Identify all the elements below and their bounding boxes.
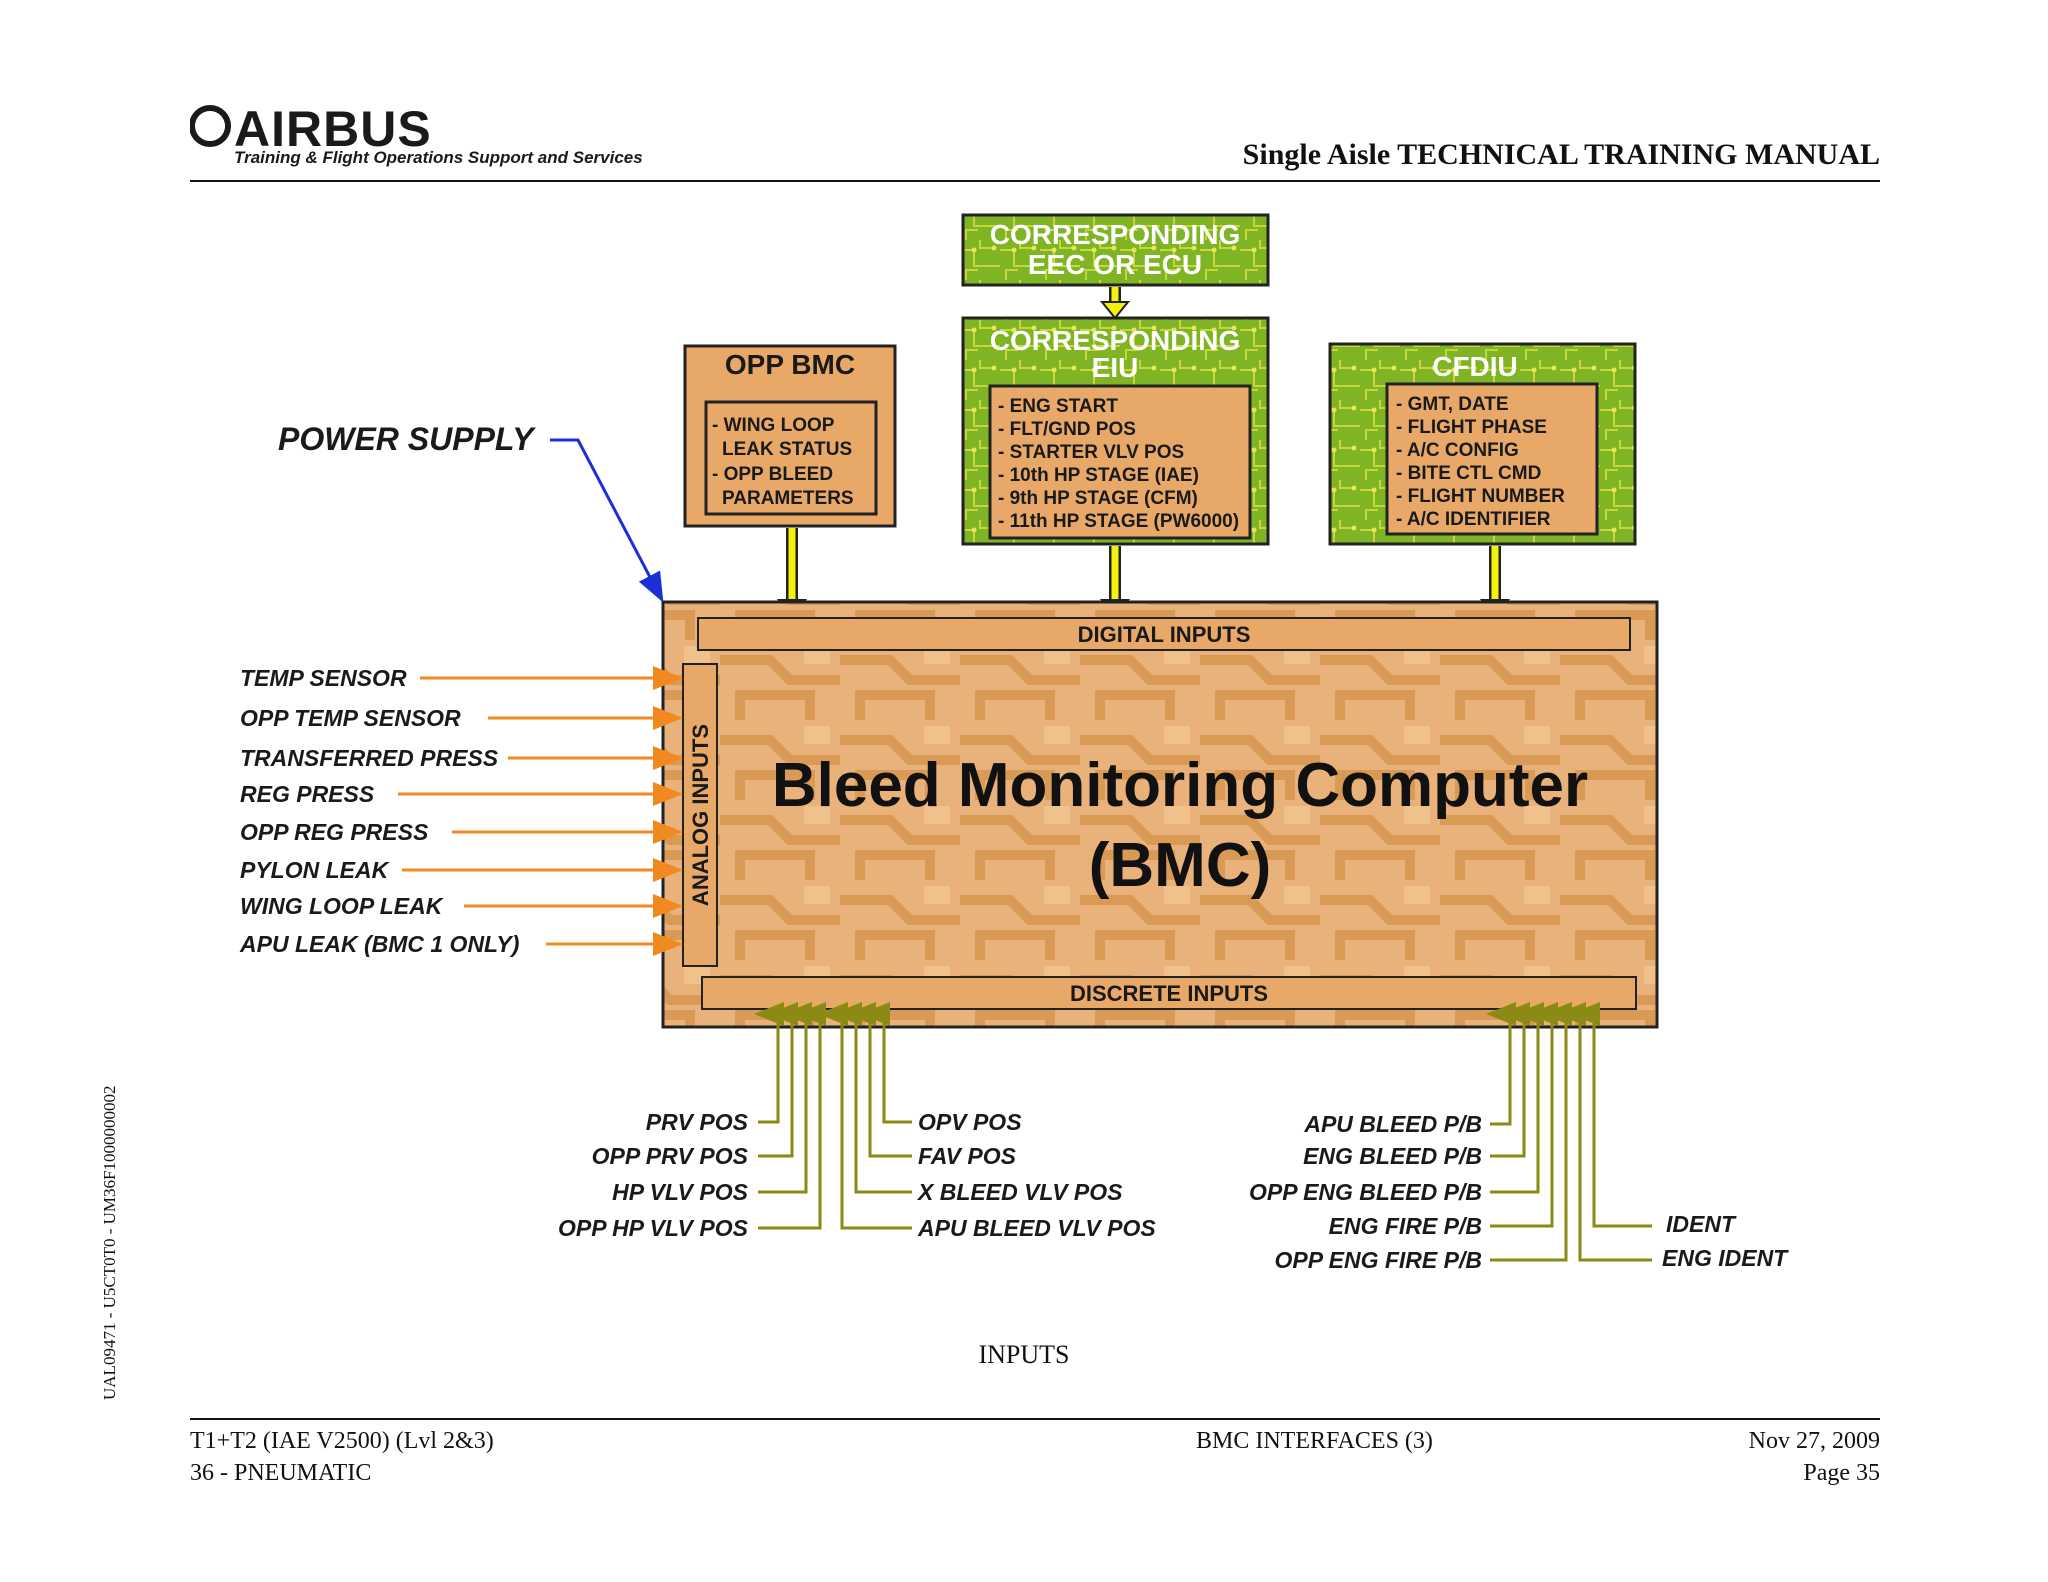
digital-input-arrows <box>776 528 1511 618</box>
discrete-right-lines <box>1486 1002 1652 1262</box>
analog-inputs-label: ANALOG INPUTS <box>688 724 713 906</box>
logo-text: AIRBUS <box>234 101 432 157</box>
footer-course: T1+T2 (IAE V2500) (Lvl 2&3) <box>190 1428 494 1454</box>
opp-bmc-box: OPP BMC - WING LOOP LEAK STATUS - OPP BL… <box>683 344 897 528</box>
digital-inputs-label: DIGITAL INPUTS <box>1078 622 1251 647</box>
bmc-title-line2: (BMC) <box>1089 831 1272 900</box>
eec-ecu-box: CORRESPONDING EEC OR ECU <box>961 213 1270 287</box>
discrete-far-label: IDENT <box>1666 1211 1737 1237</box>
analog-label: OPP TEMP SENSOR <box>240 705 461 731</box>
discrete-mid-label: APU BLEED VLV POS <box>917 1215 1156 1241</box>
cfdiu-title: CFDIU <box>1432 351 1518 382</box>
discrete-left-label: OPP HP VLV POS <box>558 1215 749 1241</box>
analog-label: REG PRESS <box>240 781 375 807</box>
eiu-title-line1: CORRESPONDING <box>990 325 1240 356</box>
discrete-right-label: APU BLEED P/B <box>1303 1111 1482 1137</box>
figure-caption: INPUTS <box>978 1340 1070 1369</box>
power-supply-arrow <box>550 438 664 603</box>
logo-subtitle: Training & Flight Operations Support and… <box>234 148 643 167</box>
discrete-inputs-label: DISCRETE INPUTS <box>1070 981 1268 1006</box>
discrete-right-label: OPP ENG BLEED P/B <box>1249 1179 1482 1205</box>
power-supply-label: POWER SUPPLY <box>278 421 536 457</box>
airbus-logo: AIRBUS Training & Flight Operations Supp… <box>190 100 710 180</box>
opp-bmc-item: - WING LOOP <box>712 415 835 436</box>
cfdiu-item: - A/C CONFIG <box>1396 440 1519 461</box>
footer-rule <box>190 1418 1880 1420</box>
discrete-right-label: ENG FIRE P/B <box>1329 1213 1482 1239</box>
eiu-box: CORRESPONDING EIU - ENG START - FLT/GND … <box>961 316 1270 546</box>
airbus-swirl-icon <box>190 105 231 147</box>
discrete-left-lines <box>754 1002 912 1230</box>
eiu-item: - ENG START <box>998 396 1118 417</box>
eiu-title-line2: EIU <box>1092 352 1139 383</box>
analog-label: WING LOOP LEAK <box>240 893 444 919</box>
eec-title-line2: EEC OR ECU <box>1028 249 1202 280</box>
discrete-right-label: ENG BLEED P/B <box>1303 1143 1482 1169</box>
cfdiu-item: - BITE CTL CMD <box>1396 463 1541 484</box>
analog-label: TRANSFERRED PRESS <box>240 745 499 771</box>
discrete-left-label: PRV POS <box>646 1109 749 1135</box>
header-rule <box>190 180 1880 182</box>
opp-bmc-item: LEAK STATUS <box>722 439 852 460</box>
discrete-mid-label: OPV POS <box>918 1109 1022 1135</box>
footer-date: Nov 27, 2009 <box>1748 1428 1880 1454</box>
opp-bmc-item: PARAMETERS <box>722 488 854 509</box>
discrete-far-label: ENG IDENT <box>1662 1245 1789 1271</box>
opp-bmc-title: OPP BMC <box>725 349 855 380</box>
eiu-item: - 11th HP STAGE (PW6000) <box>998 511 1239 532</box>
eiu-item: - FLT/GND POS <box>998 419 1136 440</box>
eiu-item: - 9th HP STAGE (CFM) <box>998 488 1198 509</box>
analog-label: TEMP SENSOR <box>240 665 407 691</box>
discrete-right-label: OPP ENG FIRE P/B <box>1275 1247 1482 1273</box>
analog-input-arrows <box>398 666 683 956</box>
analog-label: PYLON LEAK <box>240 857 390 883</box>
footer-section: BMC INTERFACES (3) <box>1196 1428 1433 1454</box>
opp-bmc-item: - OPP BLEED <box>712 464 833 485</box>
eiu-item: - 10th HP STAGE (IAE) <box>998 465 1199 486</box>
cfdiu-box: CFDIU - GMT, DATE - FLIGHT PHASE - A/C C… <box>1328 342 1637 546</box>
analog-label: APU LEAK (BMC 1 ONLY) <box>239 931 519 957</box>
discrete-left-label: OPP PRV POS <box>592 1143 749 1169</box>
cfdiu-item: - FLIGHT PHASE <box>1396 417 1547 438</box>
bmc-box: DIGITAL INPUTS ANALOG INPUTS DISCRETE IN… <box>661 600 1659 1029</box>
cfdiu-item: - FLIGHT NUMBER <box>1396 486 1565 507</box>
discrete-mid-label: FAV POS <box>918 1143 1017 1169</box>
footer-page: Page 35 <box>1803 1460 1880 1486</box>
cfdiu-item: - GMT, DATE <box>1396 394 1509 415</box>
manual-title: Single Aisle TECHNICAL TRAINING MANUAL <box>1242 138 1880 171</box>
eec-title-line1: CORRESPONDING <box>990 219 1240 250</box>
eiu-item: - STARTER VLV POS <box>998 442 1184 463</box>
bmc-title-line1: Bleed Monitoring Computer <box>772 751 1588 820</box>
discrete-left-label: HP VLV POS <box>612 1179 749 1205</box>
analog-label: OPP REG PRESS <box>240 819 429 845</box>
discrete-mid-label: X BLEED VLV POS <box>916 1179 1123 1205</box>
footer-chapter: 36 - PNEUMATIC <box>190 1460 372 1486</box>
cfdiu-item: - A/C IDENTIFIER <box>1396 509 1551 530</box>
